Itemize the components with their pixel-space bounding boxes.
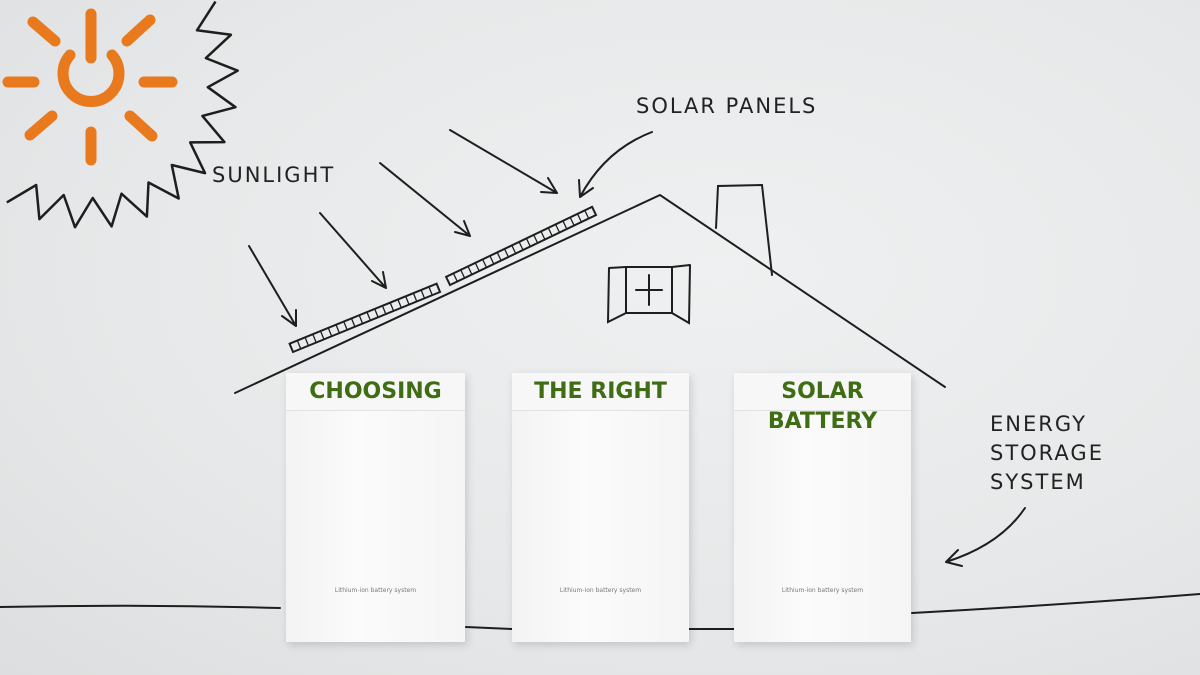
- window-icon: [606, 264, 691, 325]
- chimney: [715, 183, 773, 276]
- battery-caption: Lithium-ion battery system: [781, 587, 864, 594]
- label-line: SYSTEM: [990, 470, 1086, 494]
- battery-title: SOLAR BATTERY: [734, 377, 911, 437]
- sunlight-label: SUNLIGHT: [212, 163, 336, 187]
- label-line: STORAGE: [990, 441, 1104, 465]
- solar-panels-arrow: [578, 131, 653, 198]
- battery-title: THE RIGHT: [534, 379, 667, 404]
- solar-panels-label: SOLAR PANELS: [636, 94, 818, 118]
- title-line: SOLAR: [781, 379, 864, 404]
- ground-line: [0, 593, 1200, 630]
- solar-panels: [288, 205, 598, 354]
- energy-storage-arrow: [945, 507, 1026, 567]
- title-line: BATTERY: [767, 409, 878, 434]
- battery-caption: Lithium-ion battery system: [559, 587, 642, 594]
- house-roof: [234, 193, 946, 394]
- battery-title: CHOOSING: [309, 379, 442, 404]
- solar-panel: [444, 205, 598, 287]
- energy-storage-label: ENERGY STORAGE SYSTEM: [990, 410, 1104, 497]
- sun-outline: [6, 0, 239, 229]
- sunlight-arrows: [248, 129, 558, 327]
- solar-panel: [288, 282, 442, 354]
- battery-box-1: CHOOSING Lithium-ion battery system: [286, 373, 465, 642]
- sun-zigzag: [6, 0, 239, 229]
- battery-box-3: SOLAR BATTERY Lithium-ion battery system: [734, 373, 911, 642]
- battery-box-2: THE RIGHT Lithium-ion battery system: [512, 373, 689, 642]
- battery-caption: Lithium-ion battery system: [334, 587, 417, 594]
- sun-power-icon: [2, 8, 178, 166]
- label-line: ENERGY: [990, 412, 1087, 436]
